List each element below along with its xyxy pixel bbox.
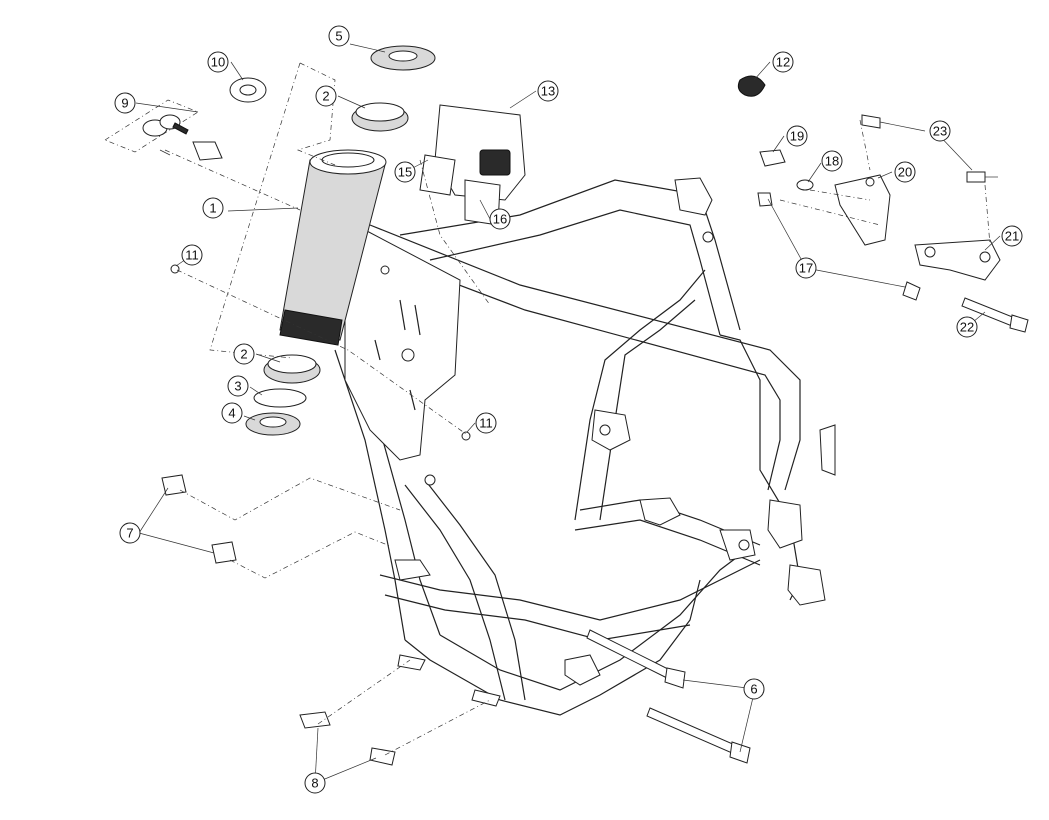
callout-21-label: 21: [1005, 229, 1019, 244]
part-wire-clip: [737, 75, 766, 97]
callout-19-label: 19: [790, 129, 804, 144]
callout-7-label: 7: [126, 526, 133, 541]
part-bolts-6: [586, 629, 751, 764]
callout-16: 16: [489, 208, 511, 230]
callout-4-label: 4: [228, 406, 235, 421]
callout-21: 21: [1001, 225, 1023, 247]
callout-11-upper: 11: [181, 244, 203, 266]
callout-13: 13: [537, 80, 559, 102]
callout-22-label: 22: [960, 320, 974, 335]
callout-8: 8: [304, 772, 326, 794]
callout-11-lower: 11: [475, 412, 497, 434]
callout-17-label: 17: [799, 261, 813, 276]
part-nuts-7: [161, 474, 237, 564]
part-top-seal: [370, 45, 436, 71]
callout-23: 23: [929, 120, 951, 142]
part-lower-bearing: [263, 354, 321, 384]
callout-17: 17: [795, 257, 817, 279]
callout-16-label: 16: [493, 212, 507, 227]
leader-lines: [135, 43, 1001, 784]
callout-5: 5: [328, 25, 350, 47]
callout-3-label: 3: [234, 379, 241, 394]
part-ecu-bracket: [419, 104, 526, 226]
callout-19: 19: [786, 125, 808, 147]
part-lock-ring: [229, 77, 267, 103]
callout-2-lower: 2: [233, 343, 255, 365]
part-nut-19: [759, 149, 786, 167]
part-lower-seal: [245, 412, 301, 436]
callout-6: 6: [743, 678, 765, 700]
callout-1: 1: [202, 197, 224, 219]
callout-10-label: 10: [211, 55, 225, 70]
callout-18: 18: [821, 150, 843, 172]
part-bracket-21: [914, 239, 1001, 281]
part-bolt-22: [961, 297, 1029, 333]
callout-13-label: 13: [541, 84, 555, 99]
callout-9: 9: [114, 92, 136, 114]
callout-6-label: 6: [750, 682, 757, 697]
callout-15: 15: [394, 161, 416, 183]
part-key-set: [142, 114, 223, 161]
part-screws-11: [170, 264, 471, 441]
part-bolts-17: [757, 192, 921, 301]
callout-2-upper: 2: [315, 85, 337, 107]
callout-8-label: 8: [311, 776, 318, 791]
main-frame: [279, 149, 836, 716]
callout-1-label: 1: [209, 201, 216, 216]
dashed-assembly-lines: [104, 62, 991, 756]
callout-23-label: 23: [933, 124, 947, 139]
callout-9-label: 9: [121, 96, 128, 111]
callout-5-label: 5: [335, 29, 342, 44]
callout-11-lower-label: 11: [479, 416, 493, 431]
callout-18-label: 18: [825, 154, 839, 169]
callout-22: 22: [956, 316, 978, 338]
callout-7: 7: [119, 522, 141, 544]
callout-2-lower-label: 2: [240, 347, 247, 362]
part-bracket-20: [834, 174, 891, 246]
callout-10: 10: [207, 51, 229, 73]
part-clips-8: [299, 654, 501, 766]
callout-20-label: 20: [898, 165, 912, 180]
callout-11-upper-label: 11: [185, 248, 199, 263]
callout-15-label: 15: [398, 165, 412, 180]
callout-12: 12: [772, 51, 794, 73]
callout-4: 4: [221, 402, 243, 424]
part-bolts-23: [861, 114, 998, 183]
callout-2-upper-label: 2: [322, 89, 329, 104]
callout-20: 20: [894, 161, 916, 183]
part-washer-18: [796, 179, 814, 191]
part-o-ring: [253, 388, 307, 408]
callout-3: 3: [227, 375, 249, 397]
callout-12-label: 12: [776, 55, 790, 70]
part-upper-bearing: [351, 102, 409, 132]
